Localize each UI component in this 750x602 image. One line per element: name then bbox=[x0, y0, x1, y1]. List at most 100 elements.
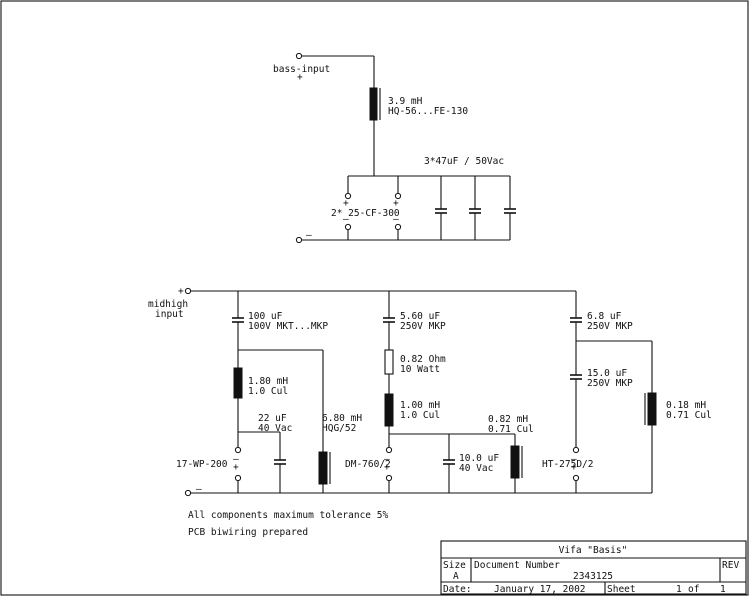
supertweeter-section: 6.8 uF 250V MKP 15.0 uF 250V MKP — + HT-… bbox=[542, 291, 712, 493]
c6-value: 15.0 uF bbox=[587, 368, 627, 379]
tweeter-section: 5.60 uF 250V MKP 0.82 Ohm 10 Watt 1.00 m… bbox=[345, 291, 534, 493]
c5-value: 6.8 uF bbox=[587, 311, 622, 322]
midhigh-input-minus-sign: — bbox=[196, 484, 202, 495]
st-driver-plus-terminal bbox=[572, 474, 580, 482]
bass-input-plus-sign: + bbox=[297, 72, 303, 83]
note-tolerance: All components maximum tolerance 5% bbox=[188, 510, 388, 521]
c3-value: 5.60 uF bbox=[400, 311, 440, 322]
st-driver-label: HT-275D/2 bbox=[542, 459, 593, 470]
midhigh-input-minus-terminal[interactable] bbox=[184, 489, 192, 497]
date-label: Date: bbox=[443, 584, 472, 595]
bass-input-plus-terminal[interactable] bbox=[295, 52, 303, 60]
c4-type: 40 Vac bbox=[459, 463, 493, 474]
l4-value: 0.82 mH bbox=[488, 414, 528, 425]
bass-caps-label: 3*47uF / 50Vac bbox=[424, 156, 504, 167]
sheet-of: of bbox=[688, 584, 699, 595]
tweeter-cap-c3 bbox=[383, 317, 395, 323]
bass-section: bass-input + 3.9 mH HQ-56...FE-130 3*47u… bbox=[273, 52, 516, 244]
date-value: January 17, 2002 bbox=[494, 584, 586, 595]
woofer-b-minus-sign: — bbox=[393, 214, 399, 225]
st-driver-minus-terminal bbox=[572, 446, 580, 454]
mid-driver-plus-terminal bbox=[234, 474, 242, 482]
mid-driver-label: 17-WP-200 bbox=[176, 459, 228, 470]
mid-driver-minus-sign: — bbox=[233, 454, 239, 465]
midhigh-input: + midhigh input — bbox=[148, 286, 652, 497]
rev-label: REV bbox=[722, 560, 739, 571]
mid-driver-plus-sign: + bbox=[233, 462, 239, 473]
midhigh-input-plus-terminal[interactable] bbox=[184, 287, 192, 295]
woofer-a-plus-sign: + bbox=[343, 198, 349, 209]
bass-input-minus-sign: — bbox=[306, 230, 312, 241]
st-cap-c5 bbox=[570, 317, 582, 323]
tweeter-driver-minus-terminal bbox=[385, 446, 393, 454]
size-label: Size bbox=[443, 560, 466, 571]
tweeter-driver-label: DM-760/2 bbox=[345, 459, 391, 470]
c6-type: 250V MKP bbox=[587, 378, 633, 389]
woofer-a-minus-sign: — bbox=[343, 214, 349, 225]
size-value: A bbox=[453, 571, 459, 582]
bass-inductor-part: HQ-56...FE-130 bbox=[388, 106, 468, 117]
bass-inductor-value: 3.9 mH bbox=[388, 96, 423, 107]
mid-cap-c1 bbox=[232, 317, 244, 323]
r1-value: 0.82 Ohm bbox=[400, 354, 446, 365]
bass-cap-3 bbox=[504, 176, 516, 240]
c2-type: 40 Vac bbox=[258, 423, 292, 434]
c5-type: 250V MKP bbox=[587, 321, 633, 332]
st-driver-minus-sign: — bbox=[571, 454, 577, 465]
woofer-label: 2* 25-CF-300 bbox=[331, 208, 400, 219]
mid-cap-c2 bbox=[274, 459, 286, 465]
sheet-number: 1 bbox=[676, 584, 682, 595]
c1-type: 100V MKT...MKP bbox=[248, 321, 328, 332]
midhigh-input-label-2: input bbox=[155, 309, 184, 320]
st-cap-c6 bbox=[570, 374, 582, 380]
r1-type: 10 Watt bbox=[400, 364, 440, 375]
tweeter-driver-plus-terminal bbox=[385, 474, 393, 482]
l2-value: 6.80 mH bbox=[322, 413, 362, 424]
mid-section: 100 uF 100V MKT...MKP 1.80 mH 1.0 Cul 22… bbox=[176, 291, 362, 493]
woofer-a-minus-terminal bbox=[344, 223, 352, 231]
woofer-b-minus-terminal bbox=[394, 223, 402, 231]
bass-inductor bbox=[369, 87, 381, 121]
c3-type: 250V MKP bbox=[400, 321, 446, 332]
sheet-total: 1 bbox=[720, 584, 726, 595]
bass-input-label: bass-input bbox=[273, 64, 330, 75]
l5-value: 0.18 mH bbox=[666, 400, 706, 411]
mid-driver-minus-terminal bbox=[234, 446, 242, 454]
document-number-value: 2343125 bbox=[573, 571, 613, 582]
woofer-b-plus-terminal bbox=[394, 192, 402, 200]
schematic-title: Vifa "Basis" bbox=[559, 545, 628, 556]
tweeter-driver-minus-sign: — bbox=[384, 454, 390, 465]
mid-inductor-l2 bbox=[318, 451, 331, 485]
tweeter-inductor-l3 bbox=[384, 393, 394, 427]
c4-value: 10.0 uF bbox=[459, 453, 499, 464]
note-biwiring: PCB biwiring prepared bbox=[188, 527, 308, 538]
woofer-a-plus-terminal bbox=[344, 192, 352, 200]
l3-value: 1.00 mH bbox=[400, 400, 440, 411]
l5-type: 0.71 Cul bbox=[666, 410, 712, 421]
l3-type: 1.0 Cul bbox=[400, 410, 440, 421]
c1-value: 100 uF bbox=[248, 311, 283, 322]
sheet-label: Sheet bbox=[607, 584, 636, 595]
st-driver-plus-sign: + bbox=[571, 462, 577, 473]
tweeter-driver-plus-sign: + bbox=[384, 462, 390, 473]
c2-value: 22 uF bbox=[258, 413, 287, 424]
tweeter-cap-c4 bbox=[443, 459, 455, 465]
l1-value: 1.80 mH bbox=[248, 376, 288, 387]
tweeter-resistor-r1 bbox=[384, 349, 394, 375]
midhigh-input-plus-sign: + bbox=[178, 286, 184, 297]
l2-type: HQG/52 bbox=[322, 423, 356, 434]
bass-inductor-core bbox=[369, 87, 378, 121]
tweeter-inductor-l4 bbox=[510, 445, 523, 479]
title-block: Vifa "Basis" Size A Document Number 2343… bbox=[440, 540, 747, 595]
bass-cap-2 bbox=[469, 176, 481, 240]
bass-cap-1 bbox=[435, 176, 447, 240]
bass-input-minus-terminal[interactable] bbox=[295, 236, 303, 244]
woofer-b-plus-sign: + bbox=[393, 198, 399, 209]
l4-type: 0.71 Cul bbox=[488, 424, 534, 435]
mid-inductor-l1 bbox=[233, 367, 243, 399]
l1-type: 1.0 Cul bbox=[248, 386, 288, 397]
midhigh-input-label-1: midhigh bbox=[148, 299, 188, 310]
